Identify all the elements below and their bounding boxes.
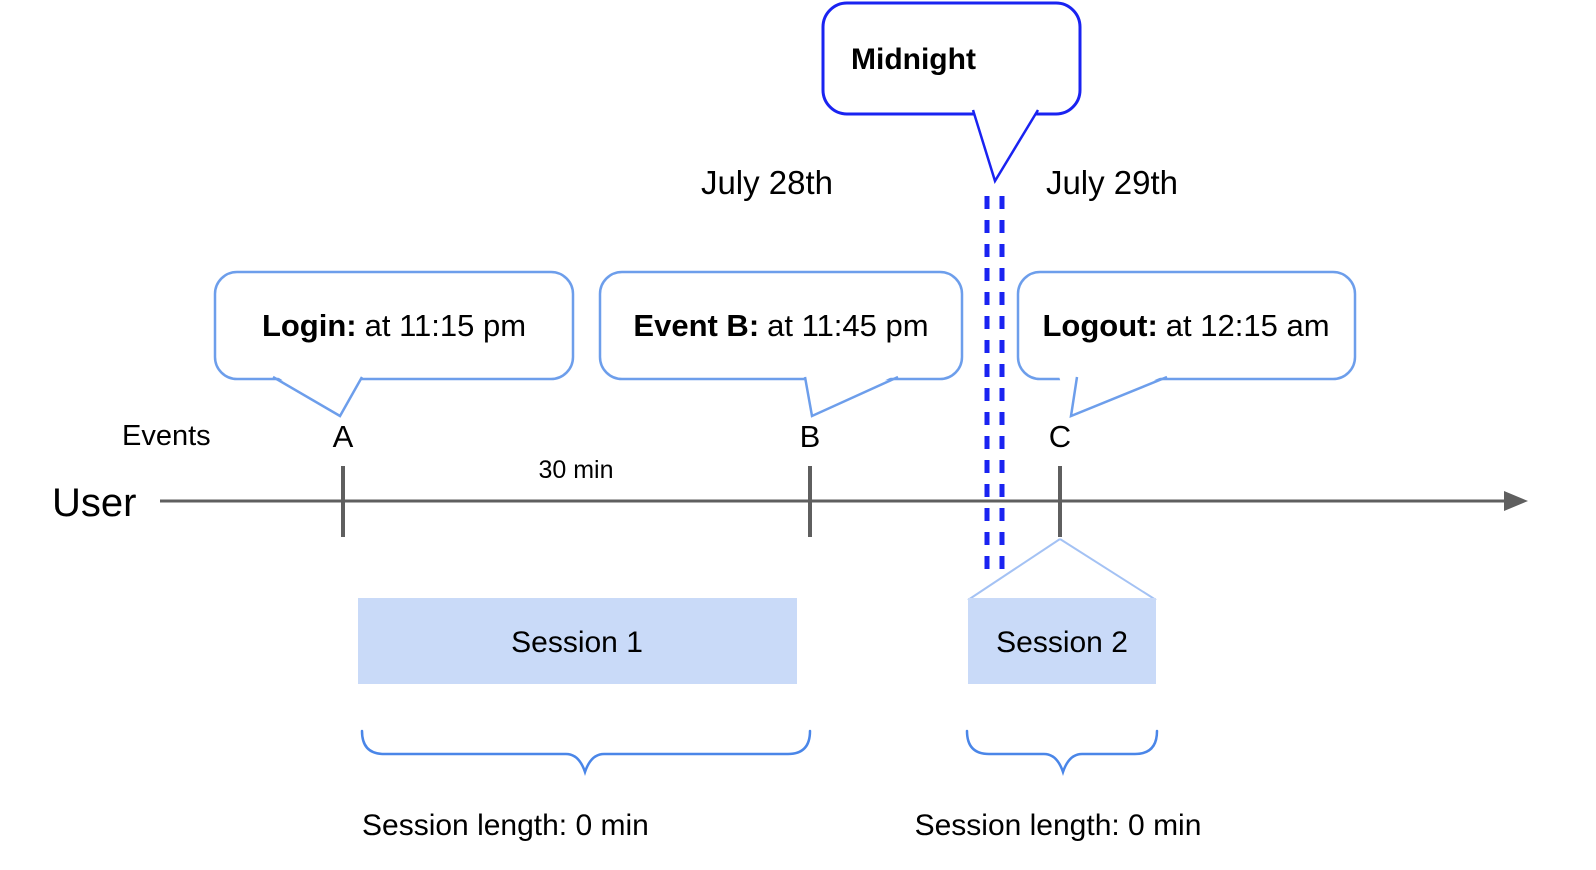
- midnight-callout: Midnight: [821, 1, 1082, 185]
- session2-length-label: Session length: 0 min: [915, 809, 1202, 842]
- interval-label: 30 min: [538, 456, 613, 484]
- login-bubble-text: Login:at 11:15 pm: [262, 308, 526, 343]
- midnight-label: Midnight: [851, 43, 976, 76]
- session2-funnel: [967, 538, 1157, 601]
- event-letter-c: C: [1049, 419, 1071, 454]
- funnel-right-line: [1059, 538, 1157, 601]
- logout-bubble-text: Logout: at 12:15 am: [1042, 308, 1329, 343]
- event-b-bubble-text: Event B:at 11:45 pm: [633, 308, 928, 343]
- session1-rect: [358, 598, 797, 684]
- session1-box: Session 1: [358, 598, 797, 684]
- date-left-label: July 28th: [701, 164, 833, 201]
- login-tail-fill: [271, 373, 364, 416]
- event-letter-b: B: [800, 419, 821, 454]
- logout-tail-outline: [1069, 375, 1168, 418]
- event-b-bubble-detail: at 11:45 pm: [767, 308, 928, 343]
- session2-length-annotation: Session length: 0 min: [915, 729, 1202, 842]
- logout-bubble-bold: Logout:: [1042, 308, 1157, 343]
- login-callout: Login:at 11:15 pm: [213, 270, 575, 418]
- midnight-tail-fill: [971, 105, 1040, 181]
- session2-label: Session 2: [996, 626, 1128, 659]
- funnel-left-line: [967, 538, 1061, 601]
- events-label: Events: [122, 420, 211, 452]
- session2-rect: [968, 598, 1156, 684]
- event-b-tail-outline: [803, 375, 899, 418]
- session2-brace: [965, 729, 1159, 776]
- event-letter-a: A: [333, 419, 354, 454]
- login-bubble-bold: Login:: [262, 308, 357, 343]
- midnight-bubble: [821, 1, 1082, 116]
- login-bubble-detail: at 11:15 pm: [365, 308, 526, 343]
- midnight-tail-outline: [971, 109, 1040, 185]
- midnight-boundary-lines: [984, 196, 1005, 577]
- session1-length-annotation: Session length: 0 min: [360, 729, 812, 842]
- timeline-arrowhead-icon: [1504, 491, 1528, 511]
- session1-length-label: Session length: 0 min: [362, 809, 649, 842]
- session1-brace: [360, 729, 812, 776]
- logout-tail-fill: [1058, 373, 1171, 416]
- user-label: User: [52, 481, 136, 525]
- event-b-tail-fill: [803, 373, 900, 416]
- event-b-callout: Event B:at 11:45 pm: [598, 270, 964, 418]
- session1-label: Session 1: [511, 626, 643, 659]
- logout-bubble: [1016, 270, 1357, 381]
- login-bubble: [213, 270, 575, 381]
- session2-box: Session 2: [968, 598, 1156, 684]
- logout-bubble-detail: at 12:15 am: [1166, 308, 1330, 343]
- login-tail-outline: [272, 375, 364, 418]
- event-b-bubble-bold: Event B:: [633, 308, 759, 343]
- timeline-axis: [160, 466, 1528, 537]
- date-right-label: July 29th: [1046, 164, 1178, 201]
- logout-callout: Logout: at 12:15 am: [1016, 270, 1357, 418]
- event-b-bubble: [598, 270, 964, 381]
